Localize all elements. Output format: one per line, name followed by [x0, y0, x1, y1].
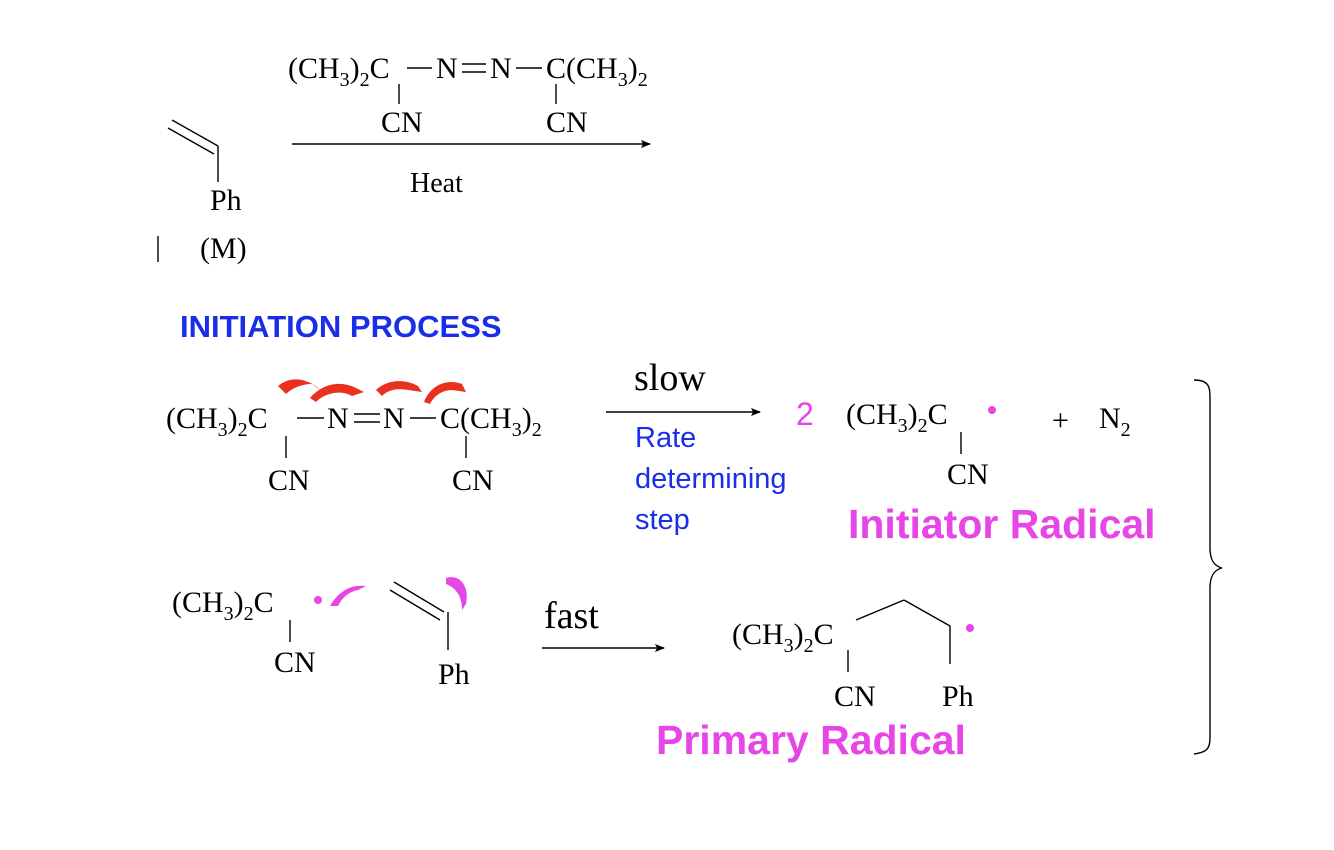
initiator-radical-label: Initiator Radical — [848, 501, 1156, 547]
azo-n-right: N — [490, 52, 512, 85]
right-brace — [1193, 379, 1223, 755]
svg-text:(CH3)2C: (CH3)2C — [172, 586, 274, 625]
ch3-open: (CH — [288, 52, 340, 85]
cn-left-top: CN — [381, 106, 423, 139]
aibn-structure-top: (CH3)2C N N C(CH3)2 CN CN — [288, 52, 648, 139]
monomer-label: (M) — [200, 232, 247, 265]
azo-n-left: N — [436, 52, 458, 85]
n2-product: N — [1099, 402, 1121, 435]
cn-initiator: CN — [947, 458, 989, 491]
primary-radical-label: Primary Radical — [656, 717, 966, 763]
c-ch3-right: C(CH — [546, 52, 618, 85]
phenyl-label: Ph — [210, 184, 242, 217]
cn-product: CN — [834, 680, 876, 713]
radical-dot — [314, 596, 322, 604]
rate-line-3: step — [635, 504, 690, 536]
initiator-radical-structure: (CH3)2C CN — [846, 398, 996, 491]
primary-radical-structure: (CH3)2C CN Ph — [732, 599, 974, 713]
fast-label: fast — [544, 595, 599, 637]
cn-reactant: CN — [274, 646, 316, 679]
electron-push-arrows — [278, 379, 466, 404]
heat-label: Heat — [410, 168, 463, 199]
section-title: INITIATION PROCESS — [180, 309, 502, 344]
rate-line-1: Rate — [635, 422, 696, 454]
cn-right-top: CN — [546, 106, 588, 139]
svg-text:C(CH3)2: C(CH3)2 — [440, 402, 542, 441]
svg-text:(CH3)2C: (CH3)2C — [846, 398, 948, 437]
slow-label: slow — [634, 357, 706, 399]
phenyl-product: Ph — [942, 680, 974, 713]
plus-sign: + — [1052, 404, 1069, 437]
half-arrow-alkene — [446, 577, 467, 610]
cn-right-mid: CN — [452, 464, 494, 497]
aibn-structure-middle: (CH3)2C N N C(CH3)2 CN CN — [166, 402, 542, 497]
svg-text:(CH3)2C: (CH3)2C — [288, 52, 390, 91]
radical-reactant: (CH3)2C CN — [172, 586, 322, 679]
svg-text:(CH3)2C: (CH3)2C — [732, 618, 834, 657]
coefficient-two: 2 — [796, 396, 814, 432]
cn-left-mid: CN — [268, 464, 310, 497]
rate-line-2: determining — [635, 463, 787, 495]
radical-dot — [988, 406, 996, 414]
azo-n-left-mid: N — [327, 402, 349, 435]
azo-n-right-mid: N — [383, 402, 405, 435]
phenyl-reactant: Ph — [438, 658, 470, 691]
svg-text:N2: N2 — [1099, 402, 1131, 441]
svg-text:(CH3)2C: (CH3)2C — [166, 402, 268, 441]
styrene-monomer: Ph — [167, 119, 242, 217]
svg-text:C(CH3)2: C(CH3)2 — [546, 52, 648, 91]
half-arrow-radical — [330, 585, 366, 606]
radical-dot — [966, 624, 974, 632]
styrene-reactant: Ph — [389, 581, 470, 691]
